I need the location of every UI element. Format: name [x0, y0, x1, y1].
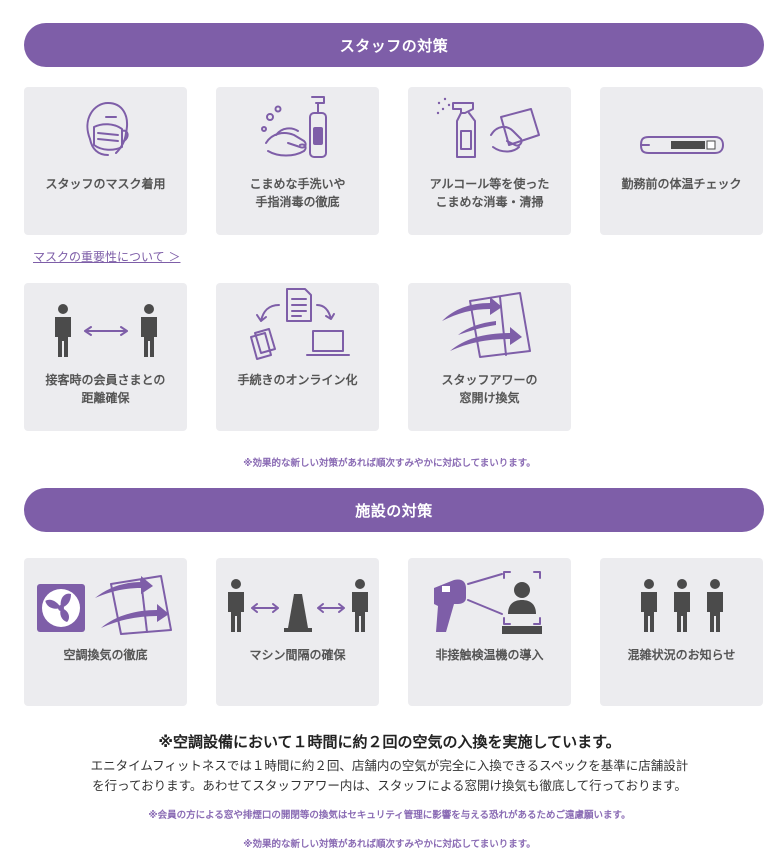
card-label: マシン間隔の確保 [249, 648, 346, 662]
card-label: 空調換気の徹底 [63, 648, 148, 662]
description-line-1: エニタイムフィットネスでは１時間に約２回、店舗内の空気が完全に入換できるスペック… [90, 758, 689, 773]
description-line-2: を行っております。あわせてスタッフアワー内は、スタッフによる窓開け換気も徹底して… [92, 778, 687, 793]
crowd-status-icon [607, 558, 757, 640]
window-ventilation-icon [415, 283, 565, 365]
card-label: アルコール等を使った こまめな消毒・清掃 [429, 177, 550, 209]
card-label: 非接触検温機の導入 [435, 648, 544, 662]
card-staff-mask: スタッフのマスク着用 [24, 87, 187, 235]
card-staff-distance: 接客時の会員さまとの 距離確保 [24, 283, 187, 431]
face-mask-icon [31, 87, 181, 169]
card-label: 勤務前の体温チェック [621, 177, 742, 191]
ventilation-sub-note: ※会員の方による窓や排煙口の開閉等の換気はセキュリティ管理に影響を与える恐れがあ… [148, 810, 631, 821]
thermometer-icon [607, 87, 757, 169]
fan-ventilation-icon [31, 558, 181, 640]
card-facility-aircon: 空調換気の徹底 [24, 558, 187, 706]
aircon-headline: ※空調設備において１時間に約２回の空気の入換を実施しています。 [158, 733, 621, 751]
handwash-icon [223, 87, 373, 169]
facility-section-note: ※効果的な新しい対策があれば順次すみやかに対応してまいります。 [243, 839, 536, 850]
card-label: 手続きのオンライン化 [237, 373, 358, 387]
card-staff-temperature: 勤務前の体温チェック [600, 87, 763, 235]
distance-icon [31, 283, 181, 365]
spray-cloth-icon [415, 87, 565, 169]
card-label: スタッフのマスク着用 [45, 177, 166, 191]
card-staff-online: 手続きのオンライン化 [216, 283, 379, 431]
card-staff-handwash: こまめな手洗いや 手指消毒の徹底 [216, 87, 379, 235]
staff-section-note: ※効果的な新しい対策があれば順次すみやかに対応してまいります。 [243, 458, 536, 469]
machine-spacing-icon [223, 558, 373, 640]
aircon-description: エニタイムフィットネスでは１時間に約２回、店舗内の空気が完全に入換できるスペック… [0, 756, 779, 796]
card-label: スタッフアワーの 窓開け換気 [441, 373, 538, 405]
card-label: 混雑状況のお知らせ [627, 648, 736, 662]
online-procedure-icon [223, 283, 373, 365]
facility-section-banner: 施設の対策 [24, 488, 764, 532]
card-label: こまめな手洗いや 手指消毒の徹底 [249, 177, 346, 209]
staff-section-banner: スタッフの対策 [24, 23, 764, 67]
card-label: 接客時の会員さまとの 距離確保 [45, 373, 166, 405]
contactless-thermometer-icon [415, 558, 565, 640]
card-facility-spacing: マシン間隔の確保 [216, 558, 379, 706]
card-facility-crowd: 混雑状況のお知らせ [600, 558, 763, 706]
card-staff-window: スタッフアワーの 窓開け換気 [408, 283, 571, 431]
card-staff-disinfect: アルコール等を使った こまめな消毒・清掃 [408, 87, 571, 235]
card-facility-thermal: 非接触検温機の導入 [408, 558, 571, 706]
mask-importance-link[interactable]: マスクの重要性について ＞ [33, 250, 181, 264]
